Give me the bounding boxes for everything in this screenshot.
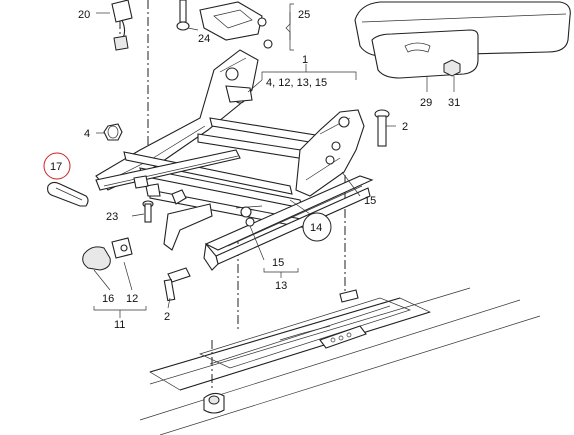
callout-4[interactable]: 4 xyxy=(84,128,90,140)
reference-lines xyxy=(119,0,346,390)
bushing-part-4 xyxy=(96,123,123,141)
callout-24[interactable]: 24 xyxy=(198,33,210,45)
callout-29[interactable]: 29 xyxy=(420,97,432,109)
callout-20[interactable]: 20 xyxy=(78,9,90,21)
callout-13[interactable]: 13 xyxy=(275,280,287,292)
callout-14[interactable]: 14 xyxy=(310,222,322,234)
bolt-part-2-bottom xyxy=(163,267,191,302)
callout-15-bottom[interactable]: 15 xyxy=(272,257,284,269)
callout-4-12-13-15[interactable]: 4, 12, 13, 15 xyxy=(266,77,327,89)
seat-side-trim-panel xyxy=(354,1,571,92)
seat-frame-main xyxy=(95,49,374,271)
upper-bracket-assembly xyxy=(199,1,291,49)
callout-31[interactable]: 31 xyxy=(448,97,460,109)
bolt-part-23 xyxy=(142,200,154,223)
callout-labels: 20 24 25 1 4, 12, 13, 15 29 31 2 4 17 15… xyxy=(50,9,460,331)
callout-11[interactable]: 11 xyxy=(114,319,125,331)
callout-2-top[interactable]: 2 xyxy=(402,121,408,133)
callout-2-bottom[interactable]: 2 xyxy=(164,311,170,323)
callout-leaders xyxy=(93,3,361,318)
callout-23[interactable]: 23 xyxy=(106,211,118,223)
callout-16[interactable]: 16 xyxy=(102,293,114,305)
callout-17[interactable]: 17 xyxy=(50,161,62,173)
bolt-part-2-top xyxy=(374,109,396,147)
callout-circle-14 xyxy=(302,212,332,242)
trim-clip-part xyxy=(443,59,461,92)
callout-15-right[interactable]: 15 xyxy=(364,195,376,207)
callout-1[interactable]: 1 xyxy=(302,54,308,66)
floor-rail-base xyxy=(139,287,541,435)
callout-12[interactable]: 12 xyxy=(126,293,138,305)
small-bolt-24 xyxy=(176,0,190,31)
trim-cap-part-17 xyxy=(47,181,89,207)
lever-handle-part-16 xyxy=(82,237,133,271)
wiring-connector-part xyxy=(96,0,133,51)
highlight-circle-17 xyxy=(43,152,71,180)
callout-25[interactable]: 25 xyxy=(298,9,310,21)
